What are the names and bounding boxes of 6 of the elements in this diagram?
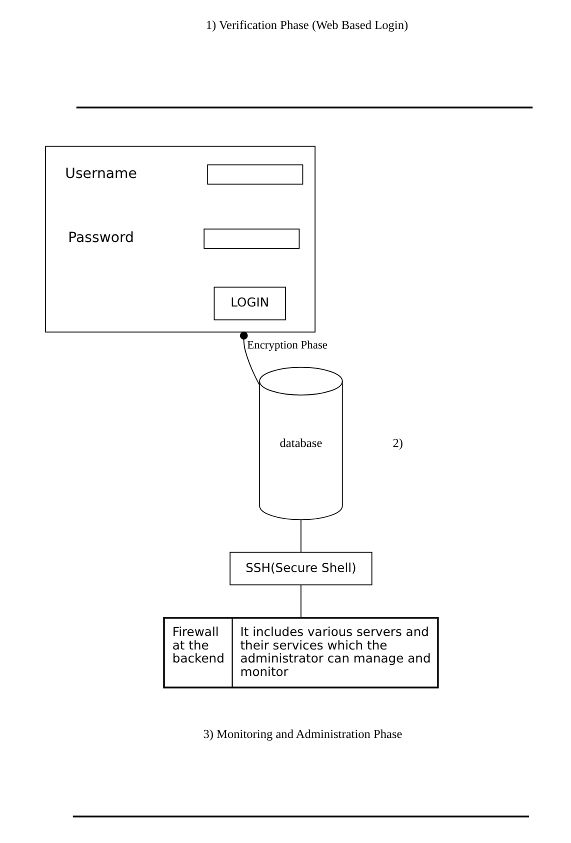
label: Password xyxy=(68,230,134,246)
label: 2) xyxy=(392,436,402,450)
edge-label: Encryption Phase xyxy=(246,339,328,352)
label: 3) Monitoring and Administration Phase xyxy=(202,726,402,741)
label: Username xyxy=(64,166,136,182)
label: 1) Verification Phase (Web Based Login) xyxy=(205,18,408,32)
